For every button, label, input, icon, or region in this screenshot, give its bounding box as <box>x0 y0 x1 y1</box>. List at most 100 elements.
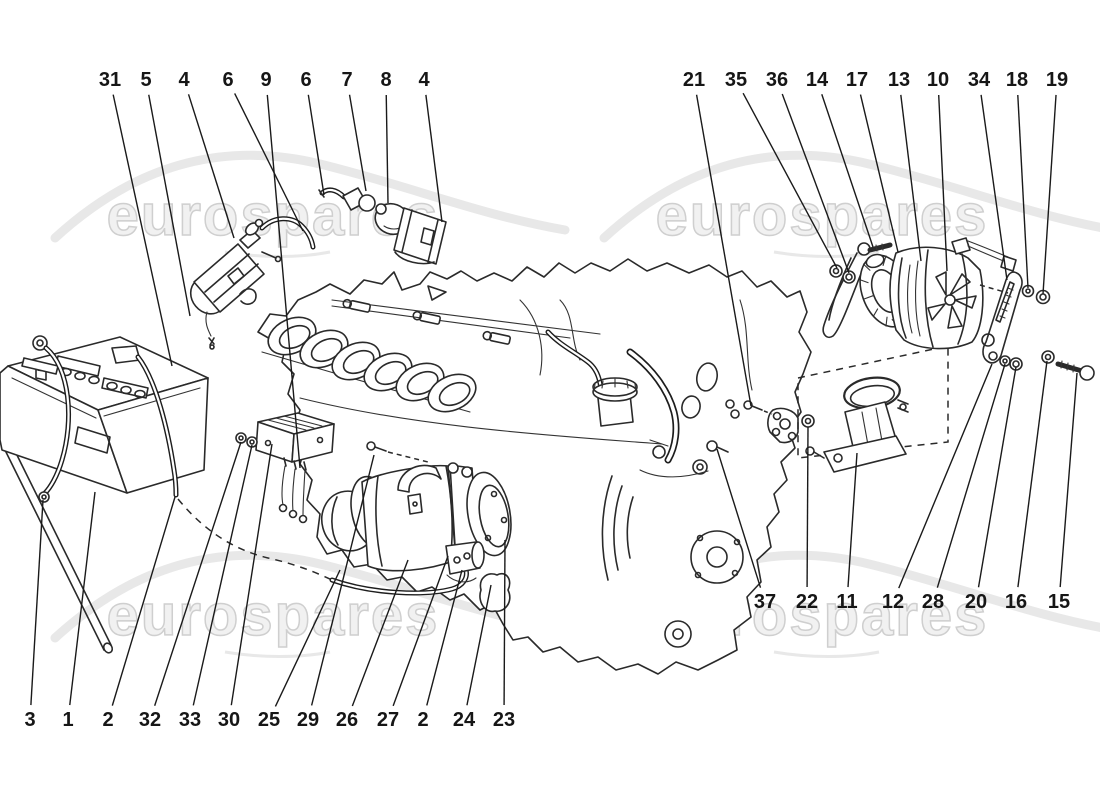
callout-leader-line <box>351 559 409 707</box>
battery <box>0 335 333 654</box>
callout-leader-line <box>847 452 858 588</box>
callout-leader-line <box>1042 94 1057 295</box>
watermark-swoosh <box>50 550 570 643</box>
part-number-label: 3 <box>24 709 35 731</box>
part-number-label: 34 <box>968 69 991 91</box>
part-number-label: 24 <box>453 709 476 731</box>
callout-25: 25 <box>258 569 341 731</box>
callout-leader-line <box>266 94 301 469</box>
callout-22: 22 <box>796 426 818 613</box>
callout-leader-line <box>307 94 325 196</box>
callout-leader-line <box>30 499 44 706</box>
part-number-label: 17 <box>846 69 868 91</box>
callout-14: 14 <box>806 69 874 248</box>
watermark-underline <box>224 650 331 658</box>
callout-leader-line <box>69 491 96 706</box>
adjusting-arm <box>982 271 1023 364</box>
battery-terminal <box>21 357 59 381</box>
callout-30: 30 <box>218 443 273 731</box>
callout-leader-line <box>426 569 463 706</box>
callout-leader-line <box>187 94 235 239</box>
callout-leader-line <box>936 363 1006 588</box>
callout-leader-line <box>310 454 375 706</box>
part-number-label: 9 <box>260 69 271 91</box>
callout-37: 37 <box>716 448 776 613</box>
bolt-14 <box>857 242 893 256</box>
callout-2: 2 <box>417 569 463 731</box>
callout-leader-line <box>900 94 922 262</box>
starter-motor <box>320 441 512 596</box>
bolt-15 <box>1055 360 1095 381</box>
callout-20: 20 <box>965 366 1017 613</box>
callout-29: 29 <box>297 454 375 731</box>
callout-31: 31 <box>99 69 173 367</box>
callout-7: 7 <box>341 69 367 192</box>
negative-cable <box>32 335 72 503</box>
callout-leader-line <box>148 94 191 317</box>
intake-ports <box>267 316 477 413</box>
part-number-label: 23 <box>493 709 515 731</box>
callout-11: 11 <box>836 452 858 613</box>
part-number-label: 35 <box>725 69 747 91</box>
callout-36: 36 <box>766 69 850 274</box>
callout-6: 6 <box>300 69 325 196</box>
watermark-underline <box>773 650 880 658</box>
alternator-mounting-bracket <box>805 376 909 473</box>
part-number-label: 1 <box>62 709 73 731</box>
callout-24: 24 <box>453 584 492 731</box>
callout-21: 21 <box>683 69 752 407</box>
callout-leader-line <box>859 94 899 253</box>
callout-leader-line <box>977 366 1017 588</box>
callout-18: 18 <box>1006 69 1029 289</box>
part-number-label: 36 <box>766 69 788 91</box>
part-number-label: 31 <box>99 69 121 91</box>
part-number-label: 16 <box>1005 591 1027 613</box>
callout-4: 4 <box>178 69 235 239</box>
callout-leader-line <box>112 94 173 367</box>
part-number-label: 6 <box>222 69 233 91</box>
callout-1: 1 <box>62 491 96 731</box>
callout-leader-line <box>781 93 850 274</box>
part-number-label: 29 <box>297 709 319 731</box>
callout-8: 8 <box>380 69 392 204</box>
callout-leader-line <box>466 584 492 706</box>
drive-belt <box>822 252 865 339</box>
callout-leader-line <box>980 94 1008 281</box>
callout-13: 13 <box>888 69 922 262</box>
watermark-text: eurospares <box>656 183 989 248</box>
ignition-coil-left <box>189 216 316 350</box>
washer-18 <box>1021 284 1035 298</box>
nut-16 <box>1041 350 1055 364</box>
callout-19: 19 <box>1042 69 1068 295</box>
part-number-label: 19 <box>1046 69 1068 91</box>
callout-12: 12 <box>882 363 993 613</box>
callout-leader-line <box>154 441 242 706</box>
part-number-label: 15 <box>1048 591 1070 613</box>
part-number-label: 14 <box>806 69 829 91</box>
callout-leader-line <box>111 496 176 706</box>
callout-2: 2 <box>102 496 176 731</box>
internal-fan <box>927 271 977 329</box>
callout-34: 34 <box>968 69 1008 281</box>
part-number-label: 4 <box>178 69 190 91</box>
battery-label <box>74 426 111 454</box>
callout-16: 16 <box>1005 360 1048 613</box>
callout-23: 23 <box>493 539 515 731</box>
part-number-label: 22 <box>796 591 818 613</box>
injector-fittings <box>342 298 511 345</box>
part-number-label: 2 <box>417 709 428 731</box>
callout-leader-line <box>274 569 341 707</box>
part-number-label: 7 <box>341 69 352 91</box>
part-number-label: 37 <box>754 591 776 613</box>
part-number-label: 32 <box>139 709 161 731</box>
starter-stud <box>366 441 429 463</box>
part-number-label: 21 <box>683 69 705 91</box>
bolt-22 <box>801 414 815 428</box>
watermark-underline <box>773 250 880 258</box>
callout-leader-line <box>392 555 449 707</box>
callout-leader-line <box>716 448 762 588</box>
callout-15: 15 <box>1048 372 1078 613</box>
part-number-label: 33 <box>179 709 201 731</box>
washer-35 <box>829 264 843 278</box>
